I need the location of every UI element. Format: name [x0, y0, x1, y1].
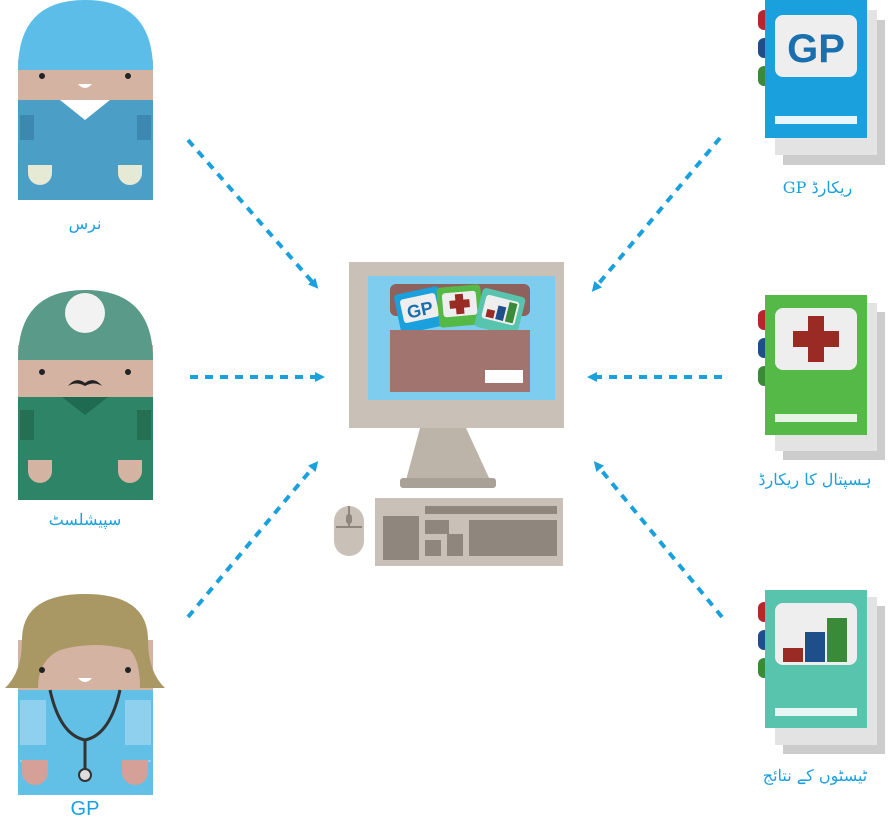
- gp-label: GP: [70, 798, 100, 820]
- hospital-record-label: ہسپتال کا ریکارڈ: [758, 470, 872, 489]
- gp-record-book: GP: [758, 0, 885, 165]
- specialist-avatar: [18, 290, 153, 500]
- record-folder: GP: [390, 284, 530, 392]
- mouse: [334, 506, 364, 556]
- test-results-label: ٹیسٹوں کے نتائج: [762, 766, 868, 785]
- arrow-test-results-to-computer: [593, 461, 724, 619]
- hospital-record-book: [758, 295, 885, 460]
- gp-record-label: GP ریکارڈ: [782, 178, 853, 197]
- arrow-gp-record-to-computer: [591, 136, 722, 292]
- arrow-gp-to-computer: [186, 461, 319, 619]
- gp-book-cover-text: GP: [787, 27, 845, 71]
- computer: GP: [349, 262, 564, 488]
- keyboard: [375, 498, 563, 566]
- gp-avatar: [5, 594, 165, 795]
- arrows: [186, 136, 724, 619]
- specialist-label: سپیشلسٹ: [48, 510, 122, 529]
- arrow-nurse-to-computer: [186, 138, 319, 289]
- nurse-label: نرس: [68, 214, 102, 233]
- test-results-book: [758, 590, 885, 754]
- nurse-avatar: [18, 0, 153, 200]
